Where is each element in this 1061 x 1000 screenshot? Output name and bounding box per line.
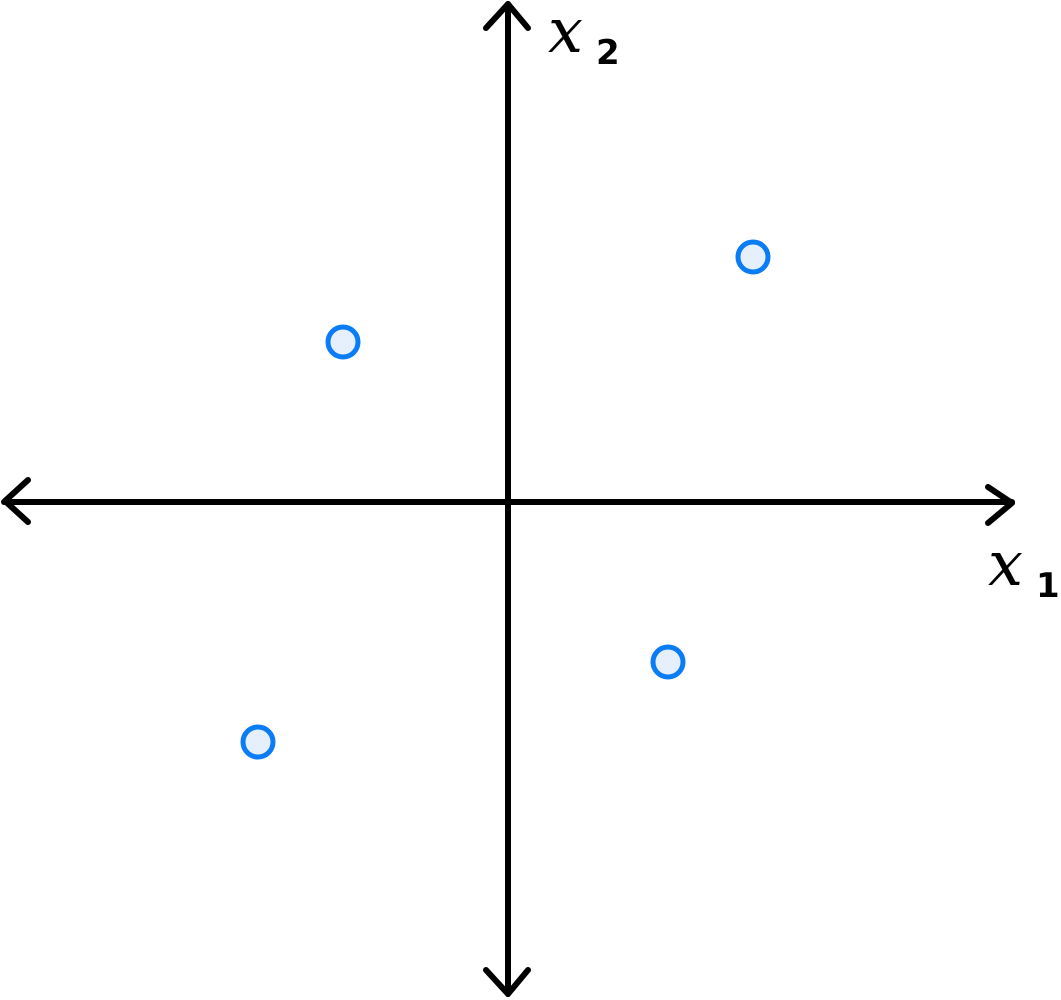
y-axis: [483, 1, 531, 997]
y-axis-top-arrow: [483, 1, 531, 31]
data-point-2: [735, 239, 771, 275]
svg-text:1: 1: [1036, 566, 1060, 606]
data-point-3: [650, 644, 686, 680]
x-axis-right-arrow: [985, 484, 1015, 526]
data-point-4: [240, 724, 276, 760]
y-axis-label: x 2: [548, 0, 620, 73]
svg-text:x: x: [548, 0, 583, 67]
data-points: [240, 239, 771, 760]
x-axis-left-arrow: [2, 477, 31, 525]
data-point-1: [325, 324, 361, 360]
svg-text:x: x: [988, 527, 1023, 600]
svg-text:2: 2: [596, 33, 620, 73]
x-axis-label: x 1: [988, 527, 1060, 606]
y-axis-bottom-arrow: [483, 967, 531, 997]
